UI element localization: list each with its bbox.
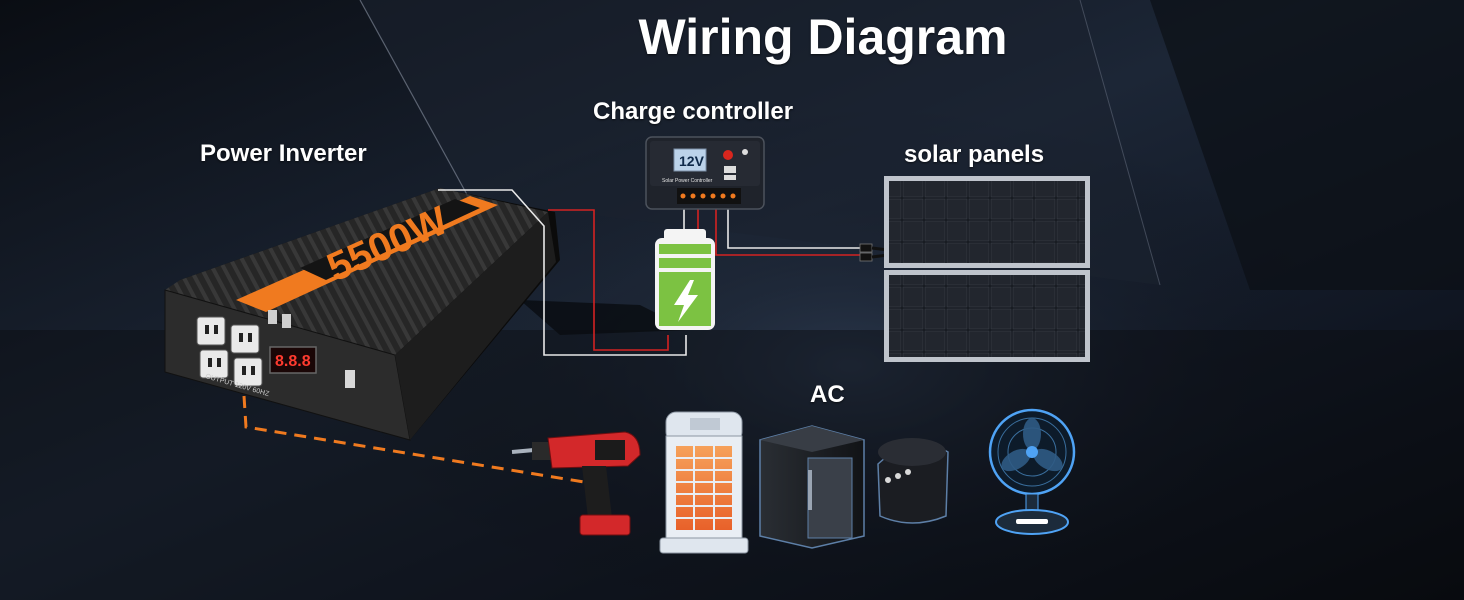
solar-panels-label: solar panels	[904, 141, 1045, 168]
background-line	[359, 0, 471, 201]
controller-device-text: Solar Power Controller	[662, 178, 713, 184]
background-line	[1079, 0, 1161, 286]
drill-icon	[511, 431, 641, 536]
inverter-icon: 5500W 8.8.8 OUTPUT 120V 60HZ	[164, 188, 560, 441]
positive-wire-inverter	[548, 209, 669, 351]
reflection	[520, 300, 690, 335]
svg-text:8.8.8: 8.8.8	[275, 353, 311, 370]
negative-wire-solar	[727, 208, 862, 249]
controller-voltage: 12V	[679, 153, 705, 169]
fan-icon	[988, 408, 1076, 535]
negative-wire-inverter	[438, 189, 687, 356]
charge-controller-label: Charge controller	[593, 98, 794, 125]
fridge-icon	[759, 425, 865, 549]
inverter-label: Power Inverter	[200, 140, 367, 167]
ac-link-dashed	[242, 395, 585, 484]
lightning-icon	[674, 280, 698, 322]
battery-icon	[655, 229, 715, 330]
heater-icon	[659, 411, 749, 554]
background-shadow	[1150, 0, 1464, 290]
ac-loads-label: AC	[810, 381, 845, 408]
charge-controller-icon: 12V Solar Power Controller	[645, 136, 765, 210]
solar-panel-icon	[884, 176, 1090, 362]
rice-cooker-icon	[877, 438, 949, 524]
page-title: Wiring Diagram	[638, 9, 1008, 65]
positive-wire-solar	[715, 208, 862, 256]
